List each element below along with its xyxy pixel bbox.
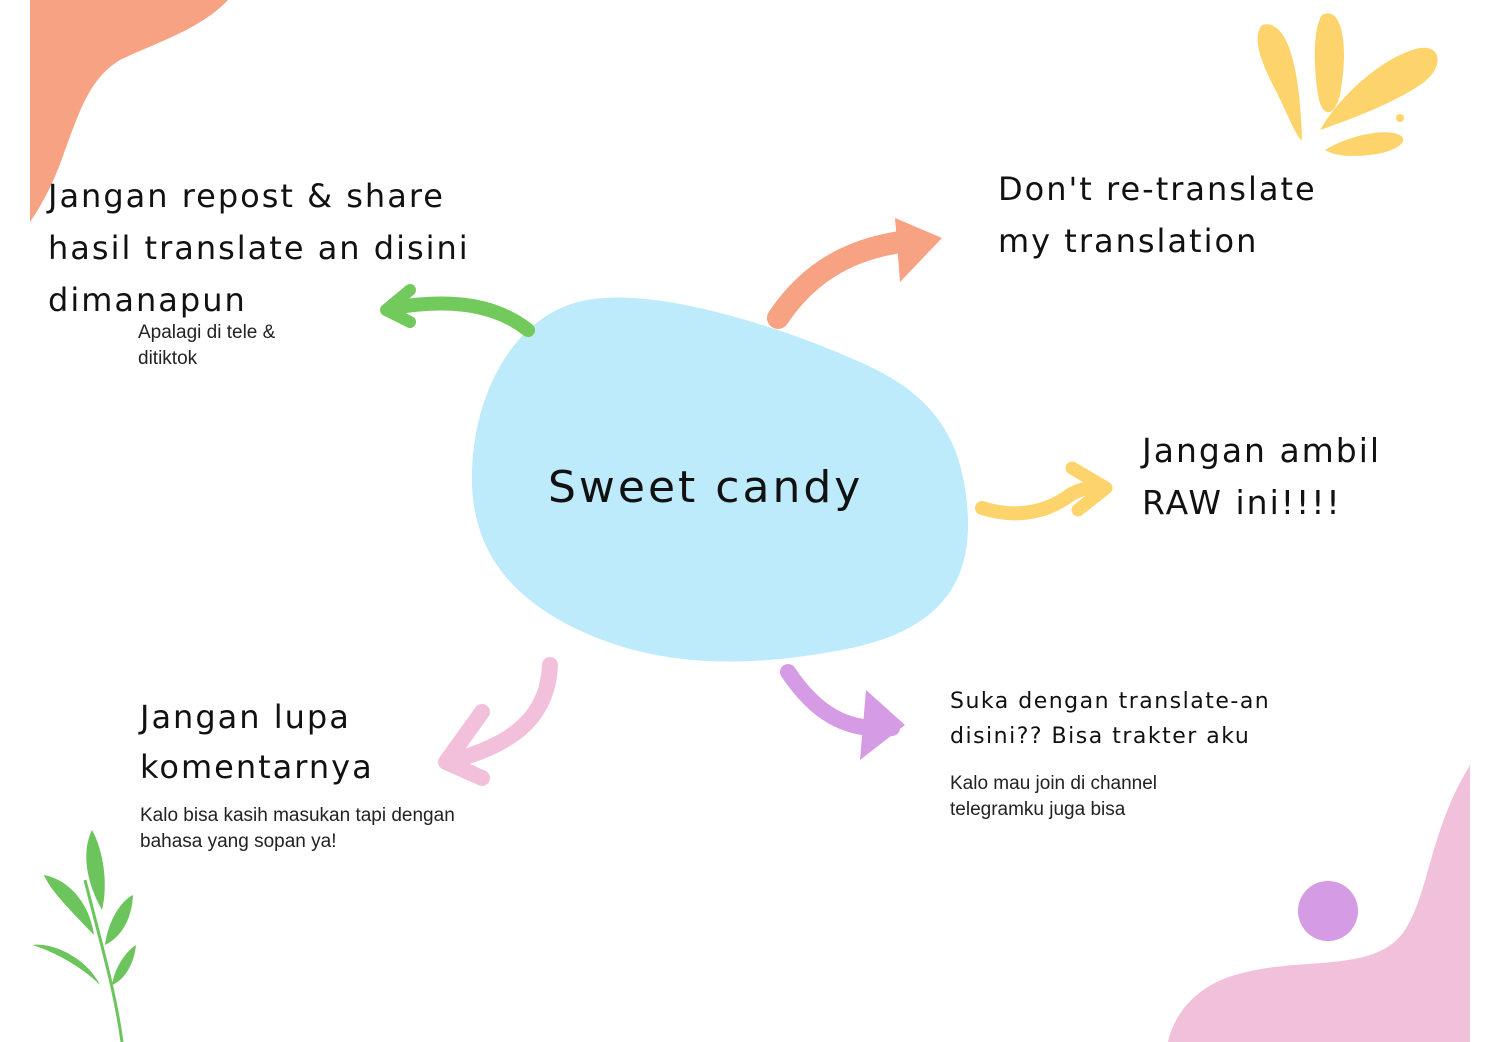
note-top-left-subtext: Apalagi di tele & ditiktok	[138, 320, 338, 372]
arrow-orange	[767, 218, 942, 329]
note-line: Don't re-translate	[998, 170, 1317, 208]
arrow-pink	[438, 657, 558, 786]
note-line: Jangan ambil	[1142, 431, 1382, 470]
yellow-splash-decoration	[1257, 13, 1438, 156]
note-top-left-title: Jangan repost & share hasil translate an…	[48, 170, 498, 326]
arrow-green	[380, 284, 535, 337]
corner-pink-shape	[1168, 765, 1470, 1042]
note-bottom-left-subtext: Kalo bisa kasih masukan tapi dengan baha…	[140, 803, 520, 855]
center-title: Sweet candy	[548, 462, 864, 513]
note-line: RAW ini!!!!	[1142, 483, 1342, 522]
note-bottom-left-title: Jangan lupa komentarnya	[140, 692, 440, 792]
purple-dot-decoration	[1298, 881, 1358, 941]
note-right-title: Jangan ambil RAW ini!!!!	[1142, 425, 1432, 529]
note-line: Suka dengan translate-an	[950, 689, 1271, 714]
note-line: disini?? Bisa trakter aku	[950, 724, 1251, 749]
note-line: hasil translate an disini	[48, 229, 470, 267]
center-blob	[471, 297, 969, 662]
note-line: dimanapun	[48, 281, 247, 319]
note-subline: Kalo bisa kasih masukan tapi dengan	[140, 805, 455, 826]
note-subline: bahasa yang sopan ya!	[140, 831, 337, 852]
leaf-decoration	[32, 830, 136, 1042]
note-subline: Apalagi di tele &	[138, 322, 276, 343]
arrow-purple	[780, 664, 905, 760]
note-subline: Kalo mau join di channel	[950, 773, 1158, 794]
note-subline: telegramku juga bisa	[950, 799, 1126, 820]
note-bottom-right-title: Suka dengan translate-an disini?? Bisa t…	[950, 684, 1310, 754]
note-line: Jangan repost & share	[48, 177, 445, 215]
arrow-yellow	[975, 461, 1113, 521]
note-top-right-title: Don't re-translate my translation	[998, 163, 1378, 267]
note-line: my translation	[998, 222, 1259, 260]
note-subline: ditiktok	[138, 348, 198, 369]
note-bottom-right-subtext: Kalo mau join di channel telegramku juga…	[950, 771, 1250, 823]
note-line: komentarnya	[140, 748, 374, 786]
note-line: Jangan lupa	[140, 698, 351, 736]
corner-orange-shape	[30, 0, 228, 222]
